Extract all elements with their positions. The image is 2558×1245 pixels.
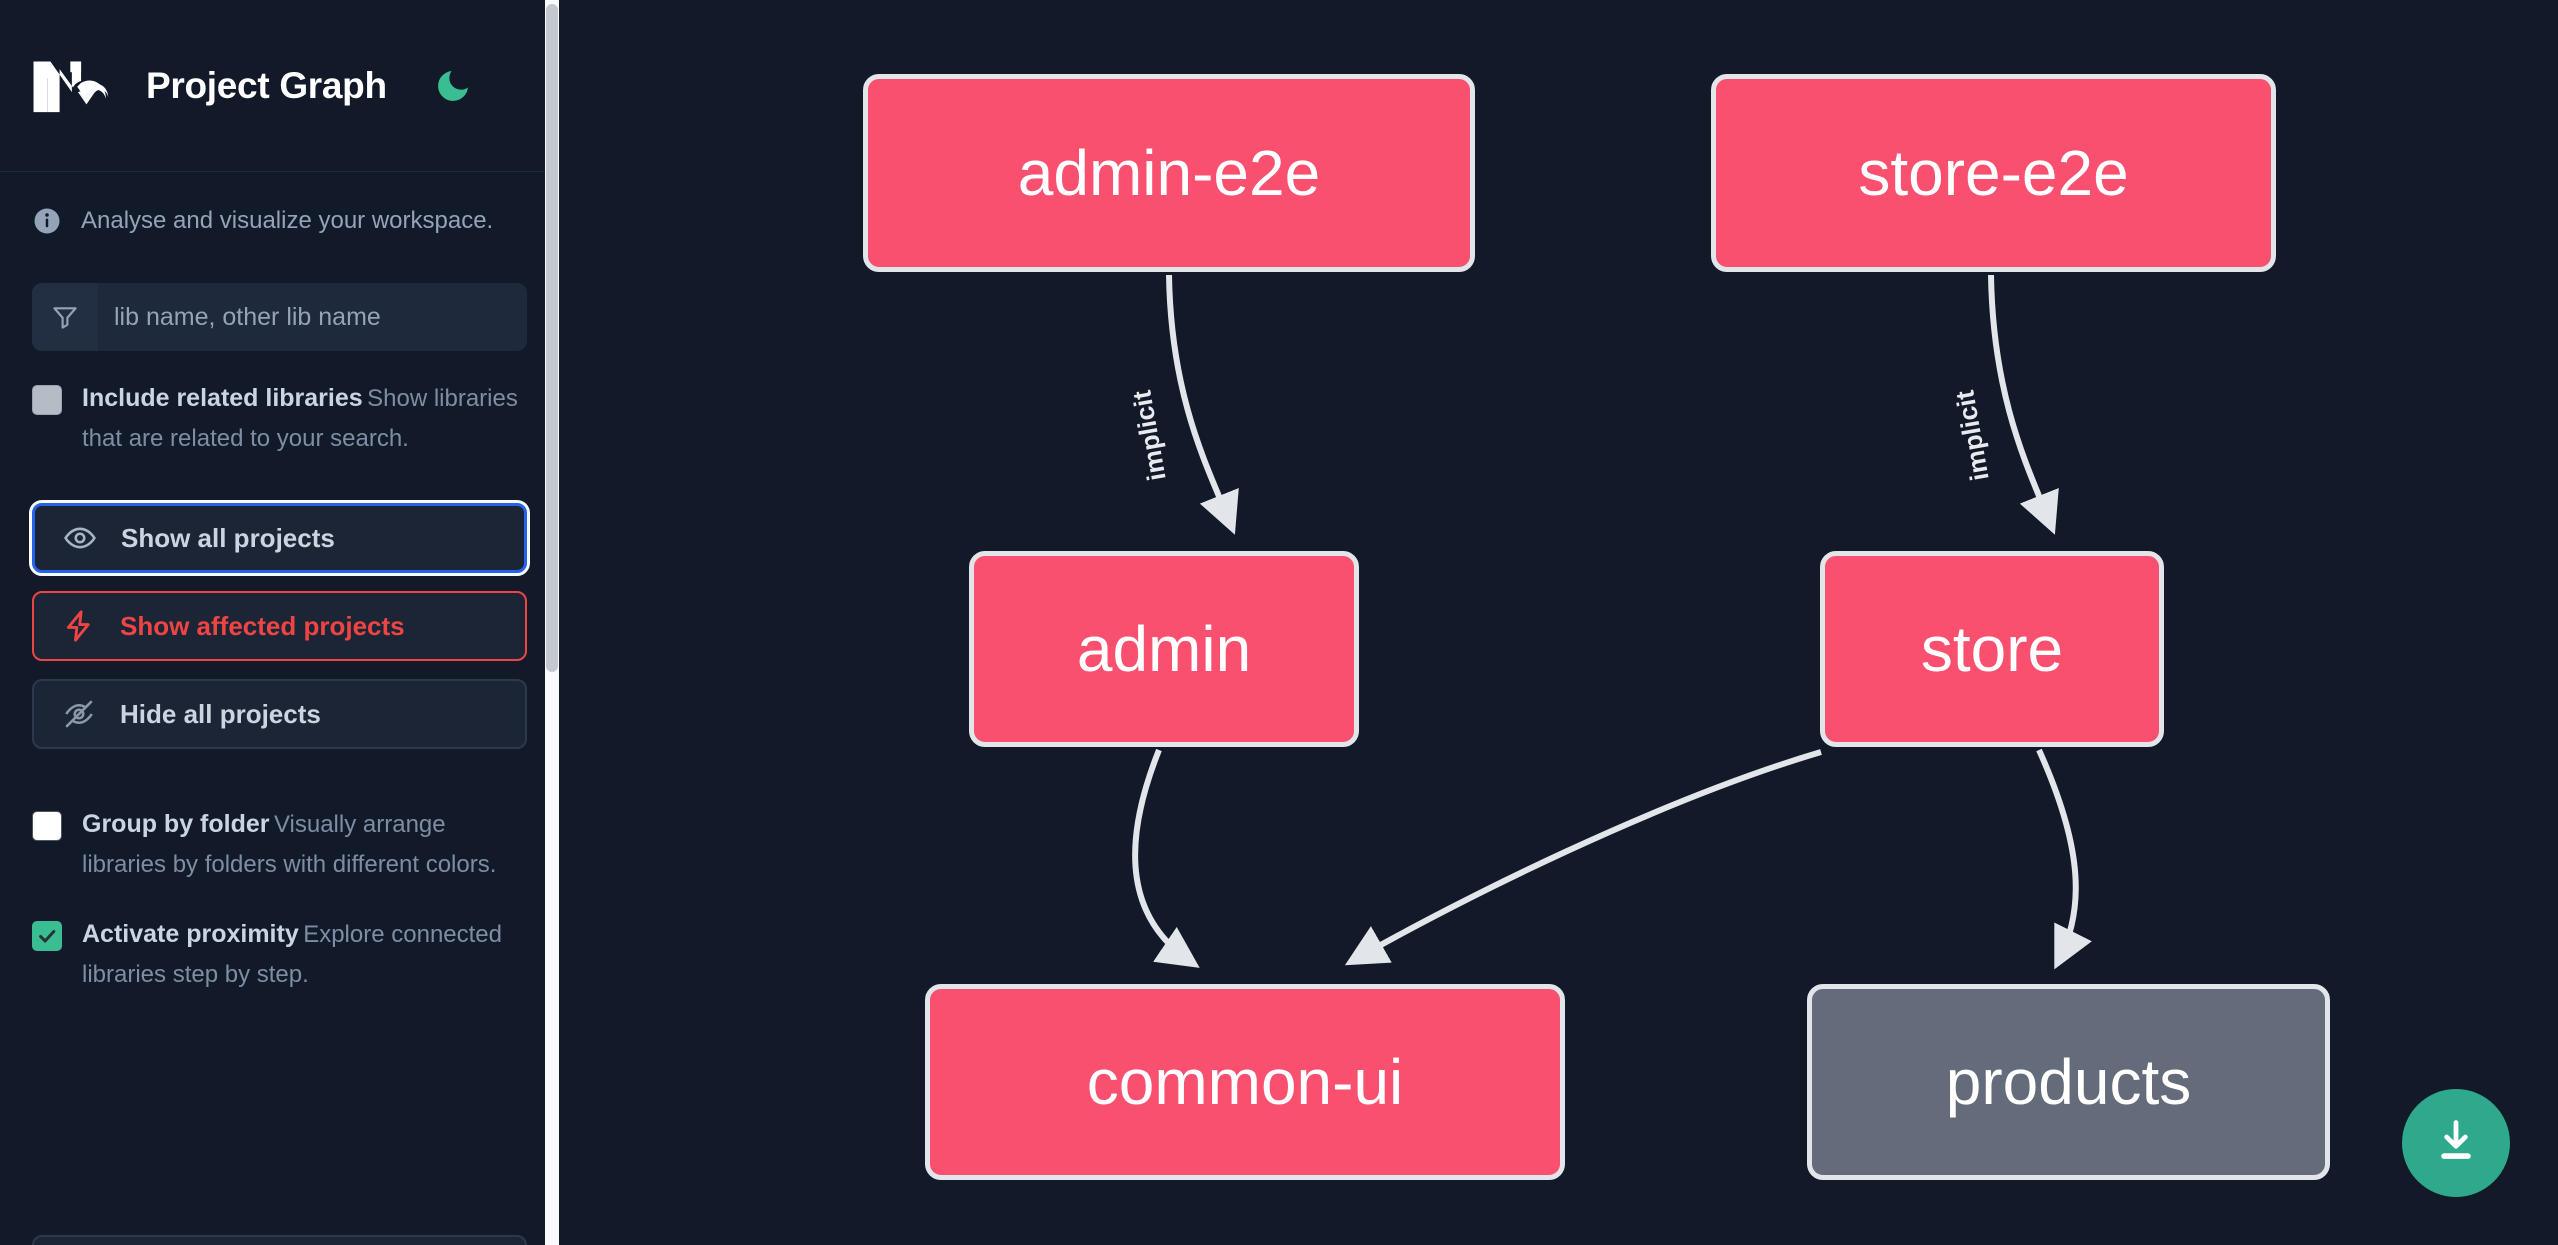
visibility-buttons: Show all projects Show affected projects bbox=[0, 459, 559, 749]
search-input[interactable] bbox=[98, 283, 527, 351]
download-image-button[interactable] bbox=[2402, 1089, 2510, 1197]
graph-node-store[interactable]: store bbox=[1820, 551, 2164, 747]
graph-node-products[interactable]: products bbox=[1807, 984, 2330, 1180]
node-label: store bbox=[1920, 613, 2064, 685]
show-all-projects-button[interactable]: Show all projects bbox=[29, 500, 530, 576]
node-label: common-ui bbox=[1086, 1046, 1404, 1118]
show-affected-projects-button[interactable]: Show affected projects bbox=[32, 591, 527, 661]
tagline-row: Analyse and visualize your workspace. bbox=[0, 172, 559, 236]
eye-icon bbox=[63, 521, 97, 555]
edge-store-to-products bbox=[2036, 748, 2092, 970]
node-label: store-e2e bbox=[1858, 137, 2129, 209]
node-label: admin-e2e bbox=[1017, 137, 1321, 209]
checkbox-include-related-libraries[interactable]: Include related libraries Show libraries… bbox=[0, 351, 559, 459]
download-icon bbox=[2430, 1116, 2482, 1171]
lightning-icon bbox=[62, 609, 96, 643]
filter-icon bbox=[32, 283, 98, 351]
graph-canvas[interactable]: admin-e2e store-e2e admin store common-u… bbox=[559, 0, 2558, 1245]
sidebar-header: Project Graph bbox=[0, 0, 559, 172]
graph-node-store-e2e[interactable]: store-e2e bbox=[1711, 74, 2276, 272]
checkbox-activate-proximity[interactable]: Activate proximity Explore connected lib… bbox=[0, 885, 559, 995]
graph-node-common-ui[interactable]: common-ui bbox=[925, 984, 1565, 1180]
graph-edges bbox=[1132, 274, 2092, 970]
node-label: products bbox=[1945, 1046, 2192, 1118]
page-title: Project Graph bbox=[146, 64, 387, 106]
show-all-projects-label: Show all projects bbox=[121, 522, 335, 553]
eye-off-icon bbox=[62, 697, 96, 731]
checkbox-group-by-folder[interactable]: Group by folder Visually arrange librari… bbox=[0, 749, 559, 885]
node-label: admin bbox=[1076, 613, 1252, 685]
hide-all-projects-label: Hide all projects bbox=[120, 698, 321, 729]
activate-proximity-checkbox[interactable] bbox=[32, 921, 62, 951]
edge-admin-to-common-ui bbox=[1132, 748, 1200, 968]
sidebar: Project Graph Analyse and visualize your… bbox=[0, 0, 559, 1245]
tagline-text: Analyse and visualize your workspace. bbox=[81, 207, 494, 234]
hide-all-projects-button[interactable]: Hide all projects bbox=[32, 679, 527, 749]
activate-proximity-label: Activate proximity bbox=[82, 920, 299, 948]
edge-admin-e2e-to-admin bbox=[1166, 274, 1239, 535]
info-icon bbox=[32, 206, 62, 236]
sidebar-next-control-peek[interactable] bbox=[32, 1235, 527, 1245]
graph-node-admin-e2e[interactable]: admin-e2e bbox=[863, 74, 1475, 272]
group-by-folder-label: Group by folder bbox=[82, 810, 270, 838]
nx-logo bbox=[32, 57, 124, 115]
graph-node-admin[interactable]: admin bbox=[969, 551, 1359, 747]
sidebar-scrollbar-thumb[interactable] bbox=[546, 4, 558, 672]
show-affected-projects-label: Show affected projects bbox=[120, 610, 405, 641]
search-field[interactable] bbox=[32, 283, 527, 351]
include-related-libraries-label: Include related libraries bbox=[82, 384, 363, 412]
edge-store-to-common-ui bbox=[1344, 749, 1822, 966]
group-by-folder-description: Visually arrange libraries by folders wi… bbox=[82, 811, 497, 878]
include-related-libraries-checkbox[interactable] bbox=[32, 385, 62, 415]
group-by-folder-checkbox[interactable] bbox=[32, 811, 62, 841]
include-related-libraries-description: Show libraries that are related to your … bbox=[82, 385, 518, 452]
moon-icon[interactable] bbox=[431, 64, 475, 108]
edge-store-e2e-to-store bbox=[1988, 274, 2059, 535]
activate-proximity-description: Explore connected libraries step by step… bbox=[82, 921, 502, 988]
